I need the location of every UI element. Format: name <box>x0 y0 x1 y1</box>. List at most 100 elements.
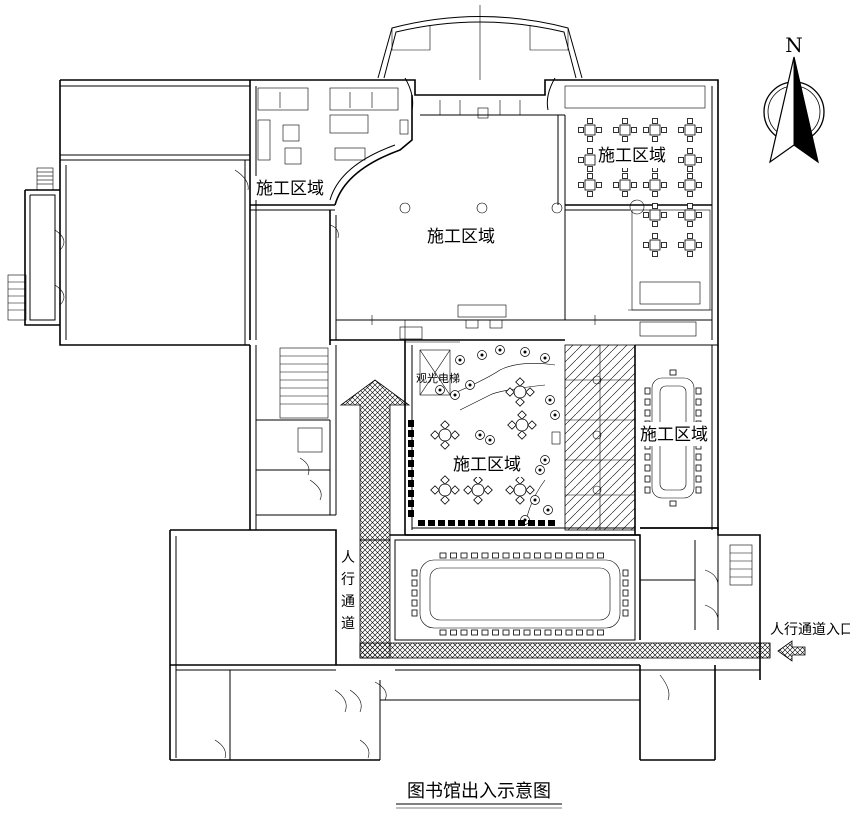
plant-center <box>480 353 484 357</box>
bench-seat <box>428 520 435 526</box>
zone-labels: 施工区域 施工区域 施工区域 施工区域 施工区域 观光电梯 <box>255 144 710 477</box>
cafe-table-chair <box>652 136 658 142</box>
bench-seat <box>408 480 414 487</box>
round-table-chair <box>517 430 527 440</box>
bench-seat <box>408 460 414 467</box>
chair <box>644 453 651 461</box>
cafe-table-chair <box>631 127 637 133</box>
cafe-table <box>619 179 631 191</box>
cafe-table-chair <box>596 127 602 133</box>
chair <box>644 486 651 494</box>
chair <box>622 589 629 597</box>
plant-center <box>498 348 502 352</box>
chair <box>597 552 604 559</box>
chair <box>586 552 594 559</box>
chair <box>622 609 629 617</box>
bench-seat <box>408 510 414 517</box>
cafe-table <box>684 154 696 166</box>
round-table <box>513 483 527 497</box>
round-table-chair <box>450 430 460 440</box>
cafe-table-chair <box>678 242 684 248</box>
bench-seat <box>438 520 445 526</box>
chair <box>492 552 499 559</box>
bench-seat <box>508 520 515 526</box>
chair <box>644 409 651 417</box>
ne-tables <box>578 118 702 257</box>
cafe-table <box>584 179 596 191</box>
chair <box>695 409 702 417</box>
chair <box>695 453 702 461</box>
round-table-chair <box>515 377 525 387</box>
cafe-table-chair <box>687 118 693 124</box>
plant-center <box>548 398 552 402</box>
cafe-table-chair <box>652 233 658 239</box>
cafe-table-chair <box>678 157 684 163</box>
cafe-table-chair <box>613 127 619 133</box>
chair <box>544 552 552 559</box>
chair <box>492 629 499 636</box>
cafe-table <box>584 154 596 166</box>
chair <box>695 475 702 483</box>
chair <box>622 599 629 607</box>
plant-center <box>488 438 492 442</box>
plant-center <box>533 498 537 502</box>
chair <box>460 629 468 636</box>
chair <box>481 629 489 636</box>
cafe-table-chair <box>622 191 628 197</box>
north-arrow: N <box>763 33 825 164</box>
walkway-char-1: 人 <box>341 550 355 566</box>
cafe-table-chair <box>687 191 693 197</box>
cafe-table-chair <box>587 191 593 197</box>
zone-e-label: 施工区域 <box>640 425 708 445</box>
round-table-chair <box>505 387 515 397</box>
chair <box>411 599 418 607</box>
chair <box>695 398 702 406</box>
cafe-table-chair <box>687 148 693 154</box>
round-table-chair <box>515 397 525 407</box>
round-table-chair <box>515 495 525 505</box>
plant-center <box>478 433 482 437</box>
chair <box>695 387 702 395</box>
west-middle <box>249 345 337 530</box>
cafe-table-chair <box>622 118 628 124</box>
outer-walls <box>7 79 719 346</box>
chair <box>513 552 520 559</box>
chair <box>502 552 510 559</box>
cafe-table <box>649 239 661 251</box>
walkway-char-2: 行 <box>341 572 355 588</box>
cafe-table-chair <box>687 136 693 142</box>
zone-center-label: 施工区域 <box>427 227 495 247</box>
round-table-chair <box>525 485 535 495</box>
chair <box>565 552 573 559</box>
cafe-table-chair <box>696 242 702 248</box>
chair <box>576 629 583 636</box>
chair <box>544 629 552 636</box>
cafe-table-chair <box>652 251 658 257</box>
bench-seat <box>488 520 495 526</box>
plant-center <box>543 458 547 462</box>
construction-strip <box>564 344 636 531</box>
chair <box>669 500 677 507</box>
chair <box>695 464 702 472</box>
cafe-table-chair <box>696 182 702 188</box>
chair <box>565 629 573 636</box>
chair <box>411 569 418 577</box>
cafe-table-chair <box>687 221 693 227</box>
cafe-table <box>584 124 596 136</box>
round-table-chair <box>507 420 517 430</box>
round-table <box>438 483 452 497</box>
cafe-table-chair <box>652 203 658 209</box>
chair <box>523 629 531 636</box>
plant-center <box>543 356 547 360</box>
cafe-table-chair <box>687 233 693 239</box>
chair <box>439 552 447 559</box>
round-table-chair <box>505 485 515 495</box>
walkway-label: 人 行 通 道 <box>338 548 358 632</box>
bench-seat <box>518 520 525 526</box>
cafe-table-chair <box>643 127 649 133</box>
chair <box>576 552 583 559</box>
cafe-table <box>649 124 661 136</box>
courtyard-tables <box>430 377 537 505</box>
bench-seat <box>408 440 414 447</box>
